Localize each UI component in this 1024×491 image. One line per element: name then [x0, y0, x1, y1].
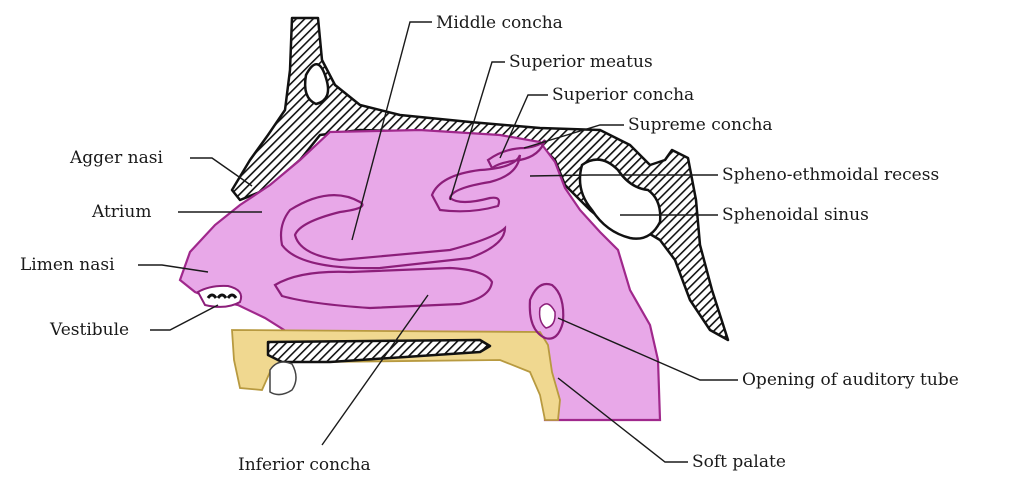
label-supreme-concha: Supreme concha	[628, 115, 773, 135]
label-vestibule: Vestibule	[49, 320, 129, 340]
label-limen-nasi: Limen nasi	[20, 255, 115, 275]
label-sphenoidal-sinus: Sphenoidal sinus	[722, 205, 869, 225]
label-soft-palate: Soft palate	[692, 452, 786, 472]
label-opening-of-auditory-tube: Opening of auditory tube	[742, 370, 959, 390]
label-middle-concha: Middle concha	[436, 13, 563, 33]
label-spheno-ethmoidal-recess: Spheno-ethmoidal recess	[722, 165, 939, 185]
label-agger-nasi: Agger nasi	[69, 148, 163, 168]
incisor-tooth	[270, 362, 296, 395]
auditory-tube-hole	[540, 304, 555, 328]
label-atrium: Atrium	[91, 202, 151, 222]
label-superior-concha: Superior concha	[552, 85, 694, 105]
label-superior-meatus: Superior meatus	[509, 52, 653, 72]
label-inferior-concha: Inferior concha	[238, 455, 371, 475]
